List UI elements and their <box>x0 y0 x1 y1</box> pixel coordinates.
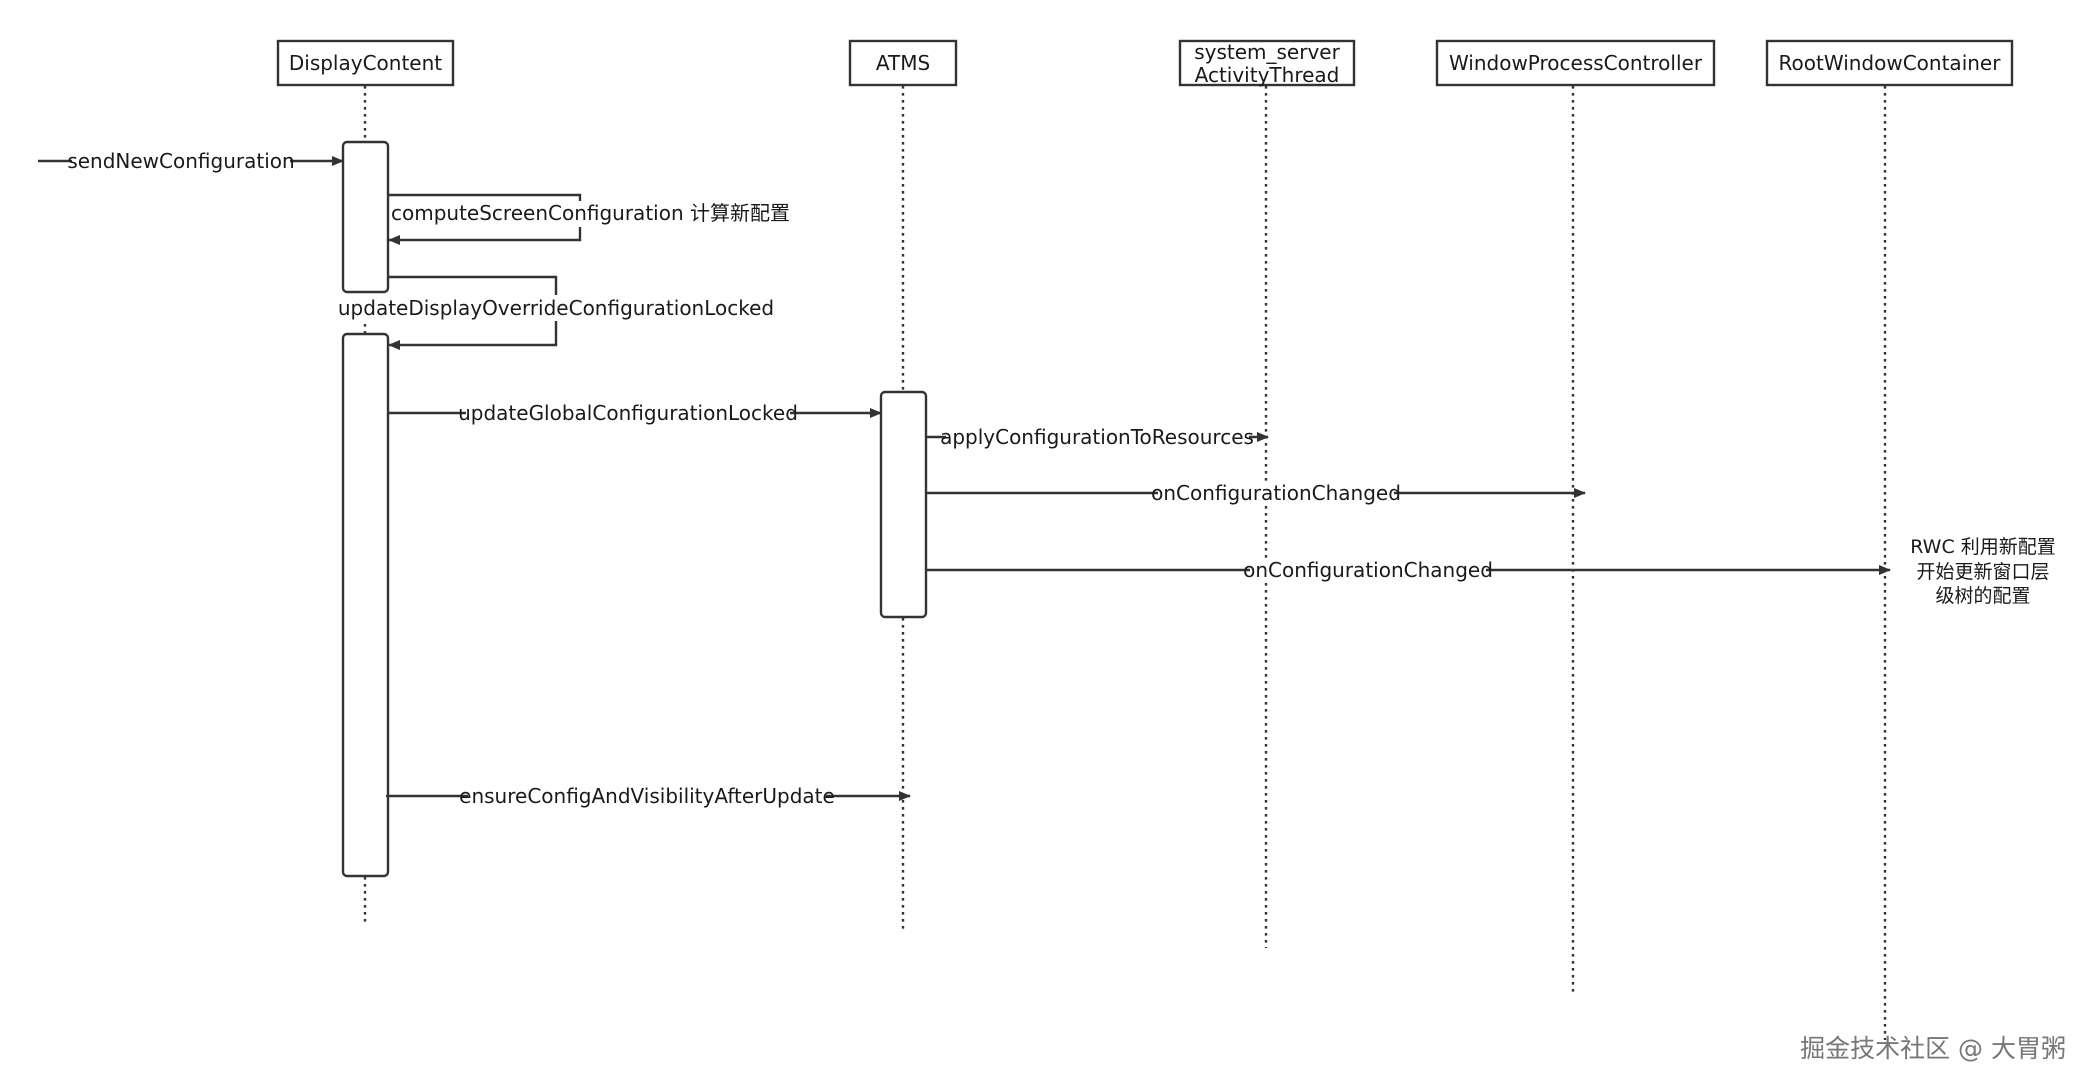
note-rwc-line1: RWC 利用新配置 <box>1910 536 2056 558</box>
participant-rootwindowcontainer: RootWindowContainer <box>1765 39 2014 87</box>
message-on-configuration-changed-wpc-label: onConfigurationChanged <box>1151 481 1401 505</box>
message-update-global-configuration: updateGlobalConfigurationLocked <box>388 401 882 425</box>
participant-activitythread-label-line2: ActivityThread <box>1195 63 1340 87</box>
message-on-configuration-changed-wpc: onConfigurationChanged <box>926 481 1586 505</box>
activation-displaycontent-1 <box>341 140 390 294</box>
message-send-new-configuration-label: sendNewConfiguration <box>67 149 294 173</box>
participant-atms-label: ATMS <box>876 51 930 75</box>
message-apply-configuration-to-resources: applyConfigurationToResources <box>926 425 1269 449</box>
message-on-configuration-changed-rwc: onConfigurationChanged <box>926 558 1891 582</box>
participant-activitythread-label-line1: system_server <box>1194 40 1340 64</box>
participant-activitythread: system_server ActivityThread <box>1178 39 1356 87</box>
activation-atms <box>879 390 928 619</box>
participant-windowprocesscontroller-label: WindowProcessController <box>1449 51 1703 75</box>
note-rwc-line3: 级树的配置 <box>1935 585 2030 607</box>
message-apply-configuration-to-resources-label: applyConfigurationToResources <box>940 425 1254 449</box>
participant-displaycontent: DisplayContent <box>276 39 455 87</box>
message-update-display-override: updateDisplayOverrideConfigurationLocked <box>338 275 774 350</box>
message-compute-screen-configuration-label: computeScreenConfiguration 计算新配置 <box>391 201 790 225</box>
message-update-display-override-label: updateDisplayOverrideConfigurationLocked <box>338 296 774 320</box>
activation-displaycontent-2 <box>341 332 390 878</box>
participant-displaycontent-label: DisplayContent <box>289 51 442 75</box>
message-update-global-configuration-label: updateGlobalConfigurationLocked <box>458 401 798 425</box>
message-ensure-config-and-visibility-label: ensureConfigAndVisibilityAfterUpdate <box>459 784 835 808</box>
watermark-text: 掘金技术社区 @ 大胃粥 <box>1800 1034 2066 1063</box>
message-ensure-config-and-visibility: ensureConfigAndVisibilityAfterUpdate <box>386 784 911 808</box>
message-send-new-configuration: sendNewConfiguration <box>38 149 344 173</box>
participant-rootwindowcontainer-label: RootWindowContainer <box>1779 51 2002 75</box>
message-compute-screen-configuration: computeScreenConfiguration 计算新配置 <box>388 193 790 245</box>
message-on-configuration-changed-rwc-label: onConfigurationChanged <box>1243 558 1493 582</box>
note-rwc: RWC 利用新配置 开始更新窗口层 级树的配置 <box>1910 536 2056 607</box>
participant-atms: ATMS <box>848 39 958 87</box>
participant-windowprocesscontroller: WindowProcessController <box>1435 39 1716 87</box>
note-rwc-line2: 开始更新窗口层 <box>1916 561 2049 583</box>
